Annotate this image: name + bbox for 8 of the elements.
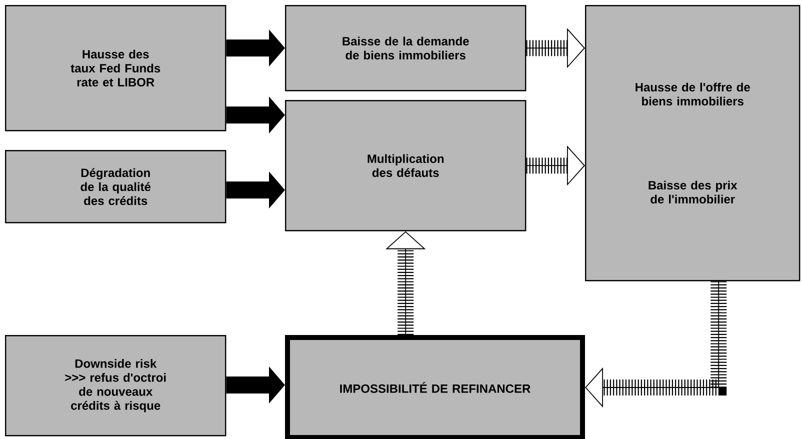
process-box: Hausse des taux Fed Funds rate et LIBOR	[5, 5, 226, 132]
process-box: Dégradation de la qualité des crédits	[5, 150, 226, 224]
process-box: Multiplication des défauts	[285, 100, 526, 232]
process-box: Hausse de l'offre de biens immobiliers Baisse des prix de l'immobilier	[585, 5, 800, 282]
process-box: Downside risk >>> refus d'octroi de nouveaux crédits à risque	[5, 335, 226, 436]
highlighted-box: IMPOSSIBILITÉ DE REFINANCER	[285, 335, 585, 439]
striped-arrow	[585, 280, 727, 408]
process-box: Baisse de la demande de biens immobiliers	[285, 5, 526, 92]
